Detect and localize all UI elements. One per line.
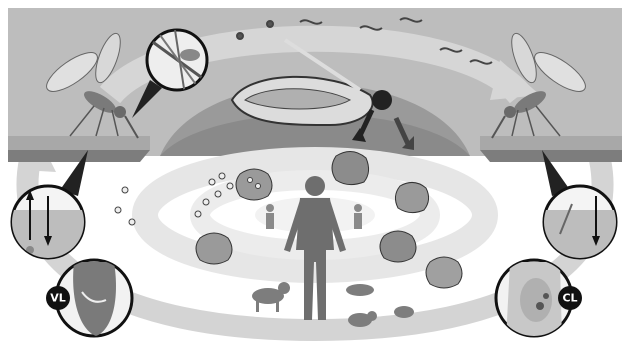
skin-layer-left bbox=[8, 136, 150, 162]
cl-label: CL bbox=[562, 292, 577, 305]
vl-label: VL bbox=[50, 292, 66, 305]
skin-layer-right bbox=[480, 136, 622, 162]
